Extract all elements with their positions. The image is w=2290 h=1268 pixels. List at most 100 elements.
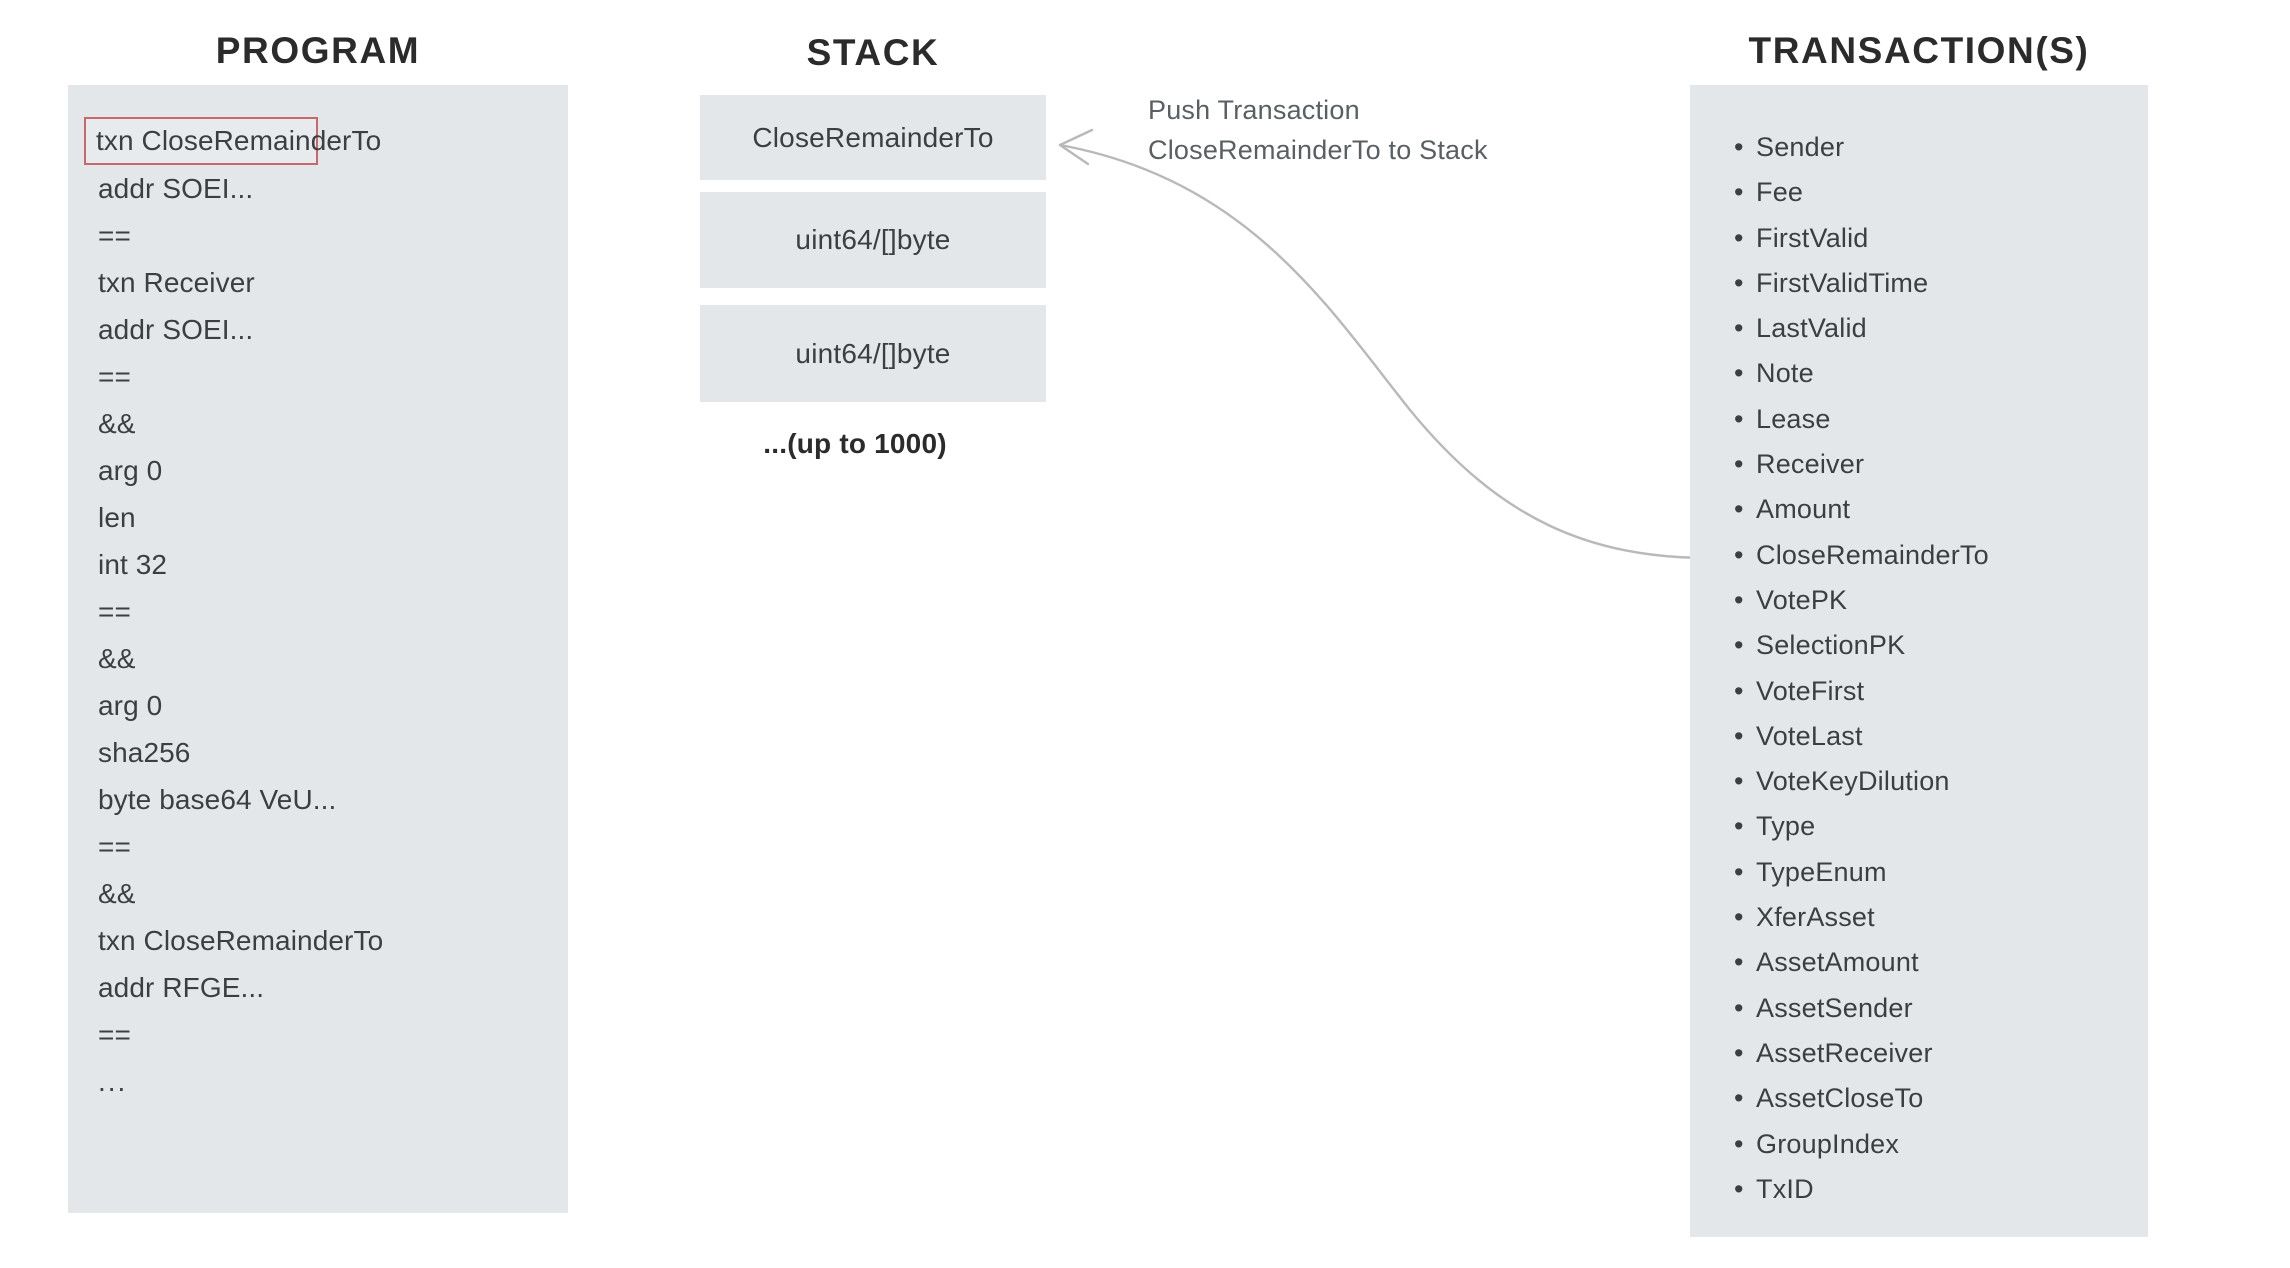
transaction-field-item: • Sender	[1730, 125, 2148, 170]
program-line: byte base64 VeU...	[98, 783, 337, 815]
transaction-field-item: • Receiver	[1730, 442, 2148, 487]
bullet-icon: •	[1734, 675, 1744, 706]
transaction-field-item: • VoteFirst	[1730, 669, 2148, 714]
transaction-field-label: AssetAmount	[1756, 947, 1919, 978]
transaction-field-item: • FirstValid	[1730, 216, 2148, 261]
transaction-field-label: VoteKeyDilution	[1756, 766, 1950, 797]
program-line: ==	[98, 219, 131, 251]
bullet-icon: •	[1734, 403, 1744, 434]
transaction-field-label: Sender	[1756, 132, 1845, 162]
transaction-field-item: •Note	[1730, 351, 2148, 396]
transaction-field-label: VoteFirst	[1756, 675, 1865, 706]
transaction-field-label: GroupIndex	[1756, 1128, 1900, 1159]
program-line: ==	[98, 595, 131, 627]
program-line: sha256	[98, 736, 191, 768]
program-line: ...	[98, 1065, 128, 1097]
transaction-field-item: • Lease	[1730, 397, 2148, 442]
push-annotation-line-2: CloseRemainderTo to Stack	[1148, 135, 1488, 165]
program-line: len	[98, 501, 136, 533]
transaction-field-label: CloseRemainderTo	[1756, 539, 1989, 570]
program-line: txn CloseRemainderTo	[98, 924, 384, 956]
program-line: int 32	[98, 548, 168, 580]
stack-column-heading: STACK	[806, 32, 940, 73]
transaction-field-item: • AssetCloseTo	[1730, 1076, 2148, 1121]
bullet-icon: •	[1734, 630, 1744, 661]
stack-slot-top: CloseRemainderTo	[700, 95, 1046, 180]
stack-capacity-label: ...(up to 1000)	[763, 428, 947, 459]
bullet-icon: •	[1734, 313, 1744, 344]
transaction-field-item: • VoteLast	[1730, 714, 2148, 759]
bullet-icon: •	[1734, 539, 1744, 570]
transaction-field-item: • FirstValidTime	[1730, 261, 2148, 306]
transaction-field-item: •VotePK	[1730, 578, 2148, 623]
transaction-field-item: • TypeEnum	[1730, 850, 2148, 895]
push-annotation: Push Transaction CloseRemainderTo to Sta…	[1148, 90, 1578, 170]
bullet-icon: •	[1734, 132, 1744, 162]
transaction-field-label: Fee	[1756, 177, 1804, 208]
transaction-field-label: Lease	[1756, 403, 1831, 434]
transaction-field-item: • Fee	[1730, 170, 2148, 215]
transaction-field-label: Amount	[1756, 494, 1851, 525]
program-line: arg 0	[98, 454, 163, 486]
bullet-icon: •	[1734, 222, 1744, 253]
transaction-field-item: •XferAsset	[1730, 895, 2148, 940]
transaction-field-label: TypeEnum	[1756, 856, 1887, 887]
program-line: addr SOEI...	[98, 172, 254, 204]
bullet-icon: •	[1734, 1037, 1744, 1068]
transaction-field-item: • AssetReceiver	[1730, 1031, 2148, 1076]
bullet-icon: •	[1734, 1083, 1744, 1114]
transaction-field-item: • Amount	[1730, 487, 2148, 532]
bullet-icon: •	[1734, 449, 1744, 480]
transaction-field-label: AssetReceiver	[1756, 1037, 1933, 1068]
transaction-field-item: •TxID	[1730, 1167, 2148, 1212]
bullet-icon: •	[1734, 992, 1744, 1023]
bullet-icon: •	[1734, 811, 1744, 842]
transaction-field-label: XferAsset	[1756, 902, 1875, 933]
transaction-field-label: AssetSender	[1756, 992, 1913, 1023]
bullet-icon: •	[1734, 947, 1744, 978]
bullet-icon: •	[1734, 856, 1744, 887]
program-line: addr RFGE...	[98, 971, 265, 1003]
transaction-field-label: FirstValidTime	[1756, 267, 1929, 298]
transaction-field-label: VotePK	[1756, 584, 1848, 615]
program-line: &&	[98, 877, 136, 909]
transaction-field-item: • GroupIndex	[1730, 1122, 2148, 1167]
transaction-field-label: LastValid	[1756, 313, 1867, 344]
transaction-field-item: • CloseRemainderTo	[1730, 533, 2148, 578]
transaction-field-label: Note	[1756, 358, 1814, 389]
stack-slot-bottom: uint64/[]byte	[700, 305, 1046, 402]
transaction-panel: • Sender • Fee • FirstValid • FirstValidTime • La…	[1690, 85, 2148, 1237]
transaction-field-label: SelectionPK	[1756, 630, 1906, 661]
push-annotation-line-1: Push Transaction	[1148, 95, 1360, 125]
transaction-field-label: Receiver	[1756, 449, 1865, 480]
program-line-highlighted: txn CloseRemainderTo	[84, 117, 381, 165]
stack-slot-middle: uint64/[]byte	[700, 192, 1046, 288]
program-column-heading: PROGRAM	[215, 30, 421, 71]
program-line: &&	[98, 642, 136, 674]
program-line: ==	[98, 830, 131, 862]
transaction-field-item: • SelectionPK	[1730, 623, 2148, 668]
program-line: ==	[98, 1018, 131, 1050]
bullet-icon: •	[1734, 766, 1744, 797]
transaction-field-label: AssetCloseTo	[1756, 1083, 1924, 1114]
transaction-field-item: •Type	[1730, 804, 2148, 849]
transaction-field-label: VoteLast	[1756, 720, 1863, 751]
transaction-field-label: FirstValid	[1756, 222, 1869, 253]
push-flow-arrow	[1058, 128, 1712, 560]
bullet-icon: •	[1734, 494, 1744, 525]
bullet-icon: •	[1734, 1173, 1744, 1204]
bullet-icon: •	[1734, 1128, 1744, 1159]
transactions-column-heading: TRANSACTION(S)	[1748, 30, 2090, 71]
program-line: &&	[98, 407, 136, 439]
bullet-icon: •	[1734, 267, 1744, 298]
program-line: addr SOEI...	[98, 313, 254, 345]
bullet-icon: •	[1734, 177, 1744, 208]
transaction-field-item: • VoteKeyDilution	[1730, 759, 2148, 804]
transaction-field-item: • LastValid	[1730, 306, 2148, 351]
bullet-icon: •	[1734, 720, 1744, 751]
transaction-field-item: • AssetAmount	[1730, 940, 2148, 985]
arrowhead-icon	[1058, 128, 1094, 166]
